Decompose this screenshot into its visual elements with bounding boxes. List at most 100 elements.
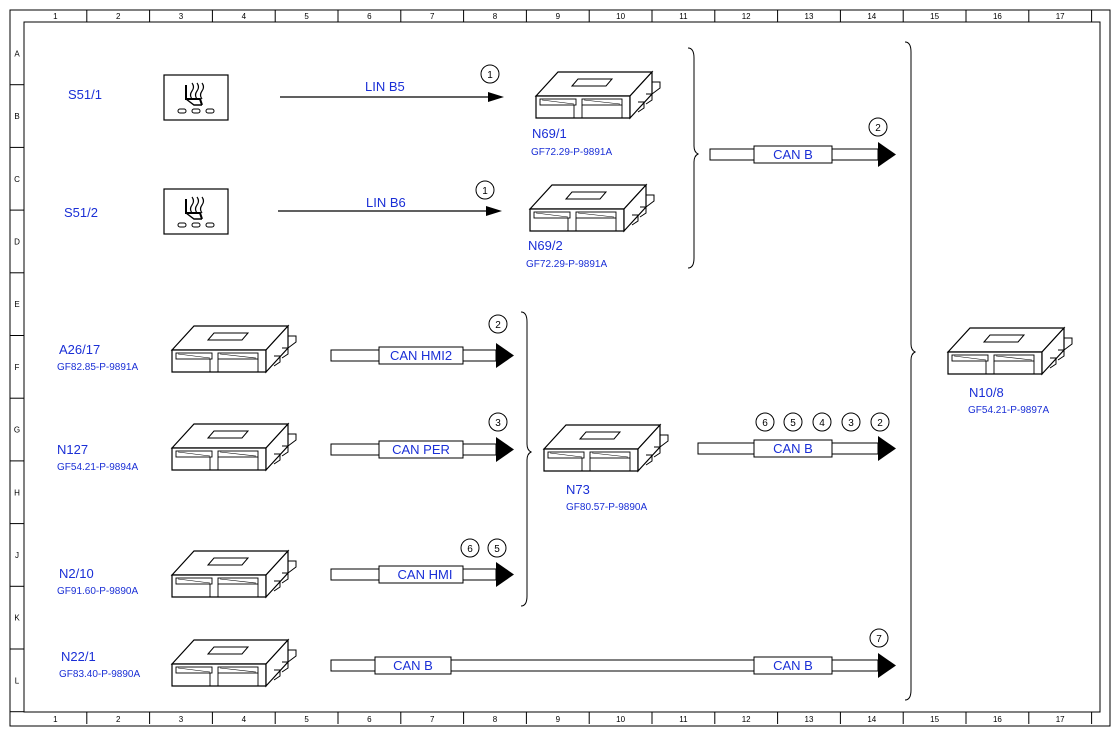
s51-2-label: S51/2 bbox=[64, 205, 98, 220]
lin-b6-label: LIN B6 bbox=[366, 195, 406, 210]
n73-label: N73 bbox=[566, 482, 590, 497]
can-b-top-arrow: CAN B 2 bbox=[709, 117, 896, 167]
ruler-column-label: 15 bbox=[930, 12, 939, 21]
can-hmi-label: CAN HMI bbox=[398, 567, 453, 582]
marker-circle bbox=[475, 180, 495, 200]
ruler-column-label: 10 bbox=[616, 715, 625, 724]
a26-17-label: A26/17 bbox=[59, 342, 100, 357]
s51-1-seat-heater-switch: S51/1 bbox=[68, 74, 229, 121]
n127-control-unit: N127 GF54.21-P-9894A bbox=[57, 423, 297, 473]
ruler-column-label: 4 bbox=[242, 715, 247, 724]
ruler-column-label: 9 bbox=[556, 715, 561, 724]
can-hmi2-arrow: CAN HMI2 2 bbox=[330, 314, 514, 368]
ruler-column-label: 13 bbox=[805, 12, 814, 21]
n22-1-label: N22/1 bbox=[61, 649, 96, 664]
marker-number: 3 bbox=[848, 418, 854, 429]
control-unit-icon bbox=[171, 325, 297, 373]
ruler-column-label: 12 bbox=[742, 12, 751, 21]
can-b-bottom-right-label: CAN B bbox=[773, 658, 813, 673]
ruler-column-label: 15 bbox=[930, 715, 939, 724]
marker-number: 1 bbox=[487, 70, 493, 81]
control-unit-icon bbox=[535, 71, 661, 119]
n69-2-control-unit: N69/2 GF72.29-P-9891A bbox=[526, 184, 655, 270]
ruler-row-label: K bbox=[14, 614, 20, 623]
marker-number: 2 bbox=[875, 123, 881, 134]
lin-b5-line: LIN B5 1 bbox=[280, 64, 504, 102]
seat-heater-switch-icon bbox=[163, 188, 229, 235]
n69-1-label: N69/1 bbox=[532, 126, 567, 141]
n10-8-label: N10/8 bbox=[969, 385, 1004, 400]
ruler-column-label: 4 bbox=[242, 12, 247, 21]
marker-number: 1 bbox=[482, 186, 488, 197]
marker-number: 4 bbox=[819, 418, 825, 429]
can-hmi-arrow: CAN HMI 6 5 bbox=[330, 538, 514, 587]
can-b-bottom-arrow: CAN B CAN B 7 bbox=[330, 628, 896, 678]
ruler-column-label: 11 bbox=[679, 12, 688, 21]
ruler-column-label: 1 bbox=[53, 715, 58, 724]
lin-b6-line: LIN B6 1 bbox=[278, 180, 502, 216]
ruler-column-label: 8 bbox=[493, 12, 498, 21]
ruler-row-label: A bbox=[14, 49, 20, 58]
ruler-column-label: 3 bbox=[179, 715, 184, 724]
ruler-row-label: C bbox=[14, 175, 20, 184]
n73-control-unit: N73 GF80.57-P-9890A bbox=[543, 424, 669, 513]
can-per-label: CAN PER bbox=[392, 442, 450, 457]
ruler-row-label: L bbox=[15, 676, 20, 685]
s51-1-label: S51/1 bbox=[68, 87, 102, 102]
ruler-row-label: J bbox=[15, 551, 19, 560]
can-b-top-label: CAN B bbox=[773, 147, 813, 162]
ruler-column-label: 2 bbox=[116, 715, 121, 724]
drawing-frame bbox=[9, 9, 1111, 727]
a26-17-code: GF82.85-P-9891A bbox=[57, 362, 138, 373]
ruler-row-label: F bbox=[15, 363, 20, 372]
n22-1-control-unit: N22/1 GF83.40-P-9890A bbox=[59, 639, 297, 687]
ruler-row-label: E bbox=[14, 300, 19, 309]
seat-heater-switch-icon bbox=[163, 74, 229, 121]
control-unit-icon bbox=[947, 327, 1073, 375]
n127-code: GF54.21-P-9894A bbox=[57, 462, 138, 473]
lin-b5-label: LIN B5 bbox=[365, 79, 405, 94]
ruler-column-label: 17 bbox=[1056, 715, 1065, 724]
ruler-column-label: 1 bbox=[53, 12, 58, 21]
a26-17-control-unit: A26/17 GF82.85-P-9891A bbox=[57, 325, 297, 373]
ruler-column-label: 5 bbox=[304, 715, 309, 724]
ruler-column-label: 13 bbox=[805, 715, 814, 724]
ruler-column-label: 6 bbox=[367, 715, 372, 724]
n10-8-code: GF54.21-P-9897A bbox=[968, 405, 1049, 416]
ruler-column-label: 11 bbox=[679, 715, 688, 724]
can-per-arrow: CAN PER 3 bbox=[330, 412, 514, 462]
control-unit-icon bbox=[171, 423, 297, 471]
marker-number: 5 bbox=[790, 418, 796, 429]
ruler-column-label: 8 bbox=[493, 715, 498, 724]
can-b-bottom-left-label: CAN B bbox=[393, 658, 433, 673]
marker-number: 2 bbox=[877, 418, 883, 429]
ruler-row-label: H bbox=[14, 488, 20, 497]
bus-brackets bbox=[520, 41, 917, 701]
n127-label: N127 bbox=[57, 442, 88, 457]
s51-2-seat-heater-switch: S51/2 bbox=[64, 188, 229, 235]
marker-number: 6 bbox=[762, 418, 768, 429]
ruler-column-label: 7 bbox=[430, 12, 435, 21]
ruler-column-label: 5 bbox=[304, 12, 309, 21]
control-unit-icon bbox=[543, 424, 669, 472]
ruler-column-label: 6 bbox=[367, 12, 372, 21]
n22-1-code: GF83.40-P-9890A bbox=[59, 669, 140, 680]
marker-number: 2 bbox=[495, 320, 501, 331]
marker-number: 5 bbox=[494, 544, 500, 555]
n69-1-code: GF72.29-P-9891A bbox=[531, 147, 612, 158]
control-unit-icon bbox=[529, 184, 655, 232]
ruler-column-label: 10 bbox=[616, 12, 625, 21]
marker-number: 3 bbox=[495, 418, 501, 429]
ruler-row-label: G bbox=[14, 426, 20, 435]
n69-1-control-unit: N69/1 GF72.29-P-9891A bbox=[531, 71, 661, 158]
marker-circle bbox=[480, 64, 500, 84]
n69-2-label: N69/2 bbox=[528, 238, 563, 253]
marker-number: 6 bbox=[467, 544, 473, 555]
marker-number: 7 bbox=[876, 634, 882, 645]
ruler-column-label: 14 bbox=[867, 715, 876, 724]
ruler-column-label: 17 bbox=[1056, 12, 1065, 21]
ruler-column-label: 2 bbox=[116, 12, 121, 21]
n2-10-label: N2/10 bbox=[59, 566, 94, 581]
can-bus-arrows: CAN B 2 CAN HMI2 2 CAN PER 3 CAN HMI bbox=[330, 117, 896, 678]
